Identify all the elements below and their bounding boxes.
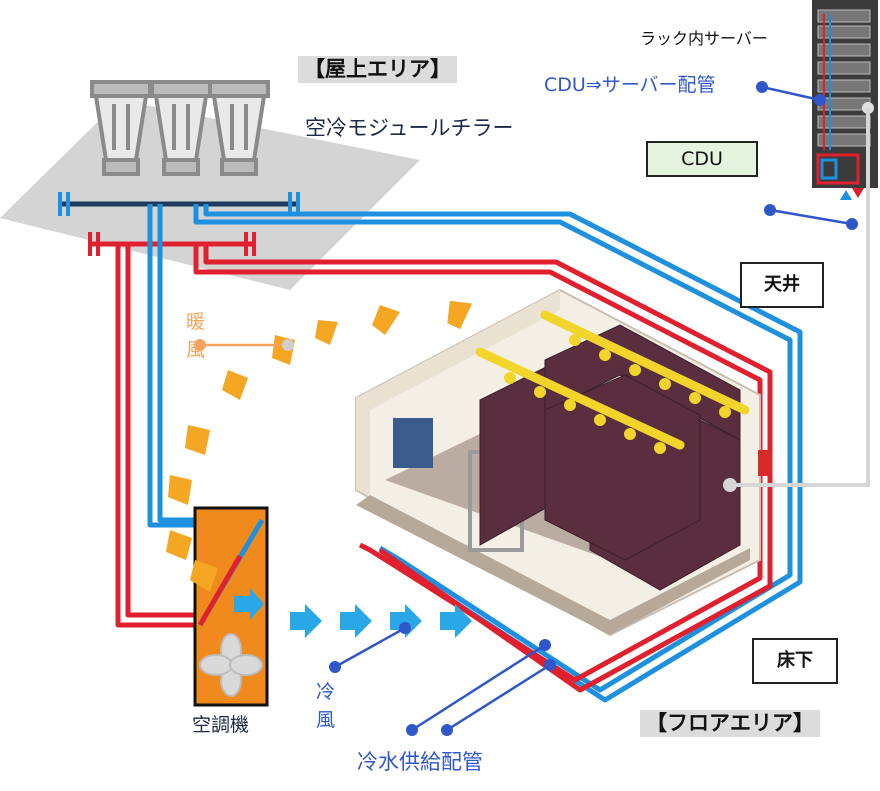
chiller-units (90, 80, 270, 176)
chiller-unit-2 (150, 80, 212, 176)
data-center-room (355, 288, 772, 637)
leader-lines (194, 81, 858, 736)
chilled-water-pipe-label: 冷水供給配管 (357, 750, 483, 774)
warm-air-arrows (166, 300, 473, 592)
cdu-pipe-label: CDU⇒サーバー配管 (544, 74, 716, 96)
cold-air-arrows (234, 588, 472, 638)
warm-air-label-line2: 風 (186, 339, 206, 361)
air-conditioner-label: 空調機 (192, 714, 250, 736)
air-conditioner-unit (193, 506, 269, 707)
warm-air-label-line1: 暖 (186, 311, 206, 333)
chiller-unit-1 (90, 80, 152, 176)
cold-air-label-line1: 冷 (316, 681, 336, 703)
underfloor-label: 床下 (752, 638, 838, 684)
connector-dot (723, 478, 737, 492)
server-rack-rows (479, 324, 741, 591)
chiller-unit-3 (208, 80, 270, 176)
fan-icon (199, 633, 263, 697)
cdu-box: CDU (646, 141, 758, 177)
ceiling-label: 天井 (740, 262, 824, 308)
rack-to-room-connector (730, 108, 870, 487)
rack-server-label: ラック内サーバー (640, 29, 768, 48)
chiller-label: 空冷モジュールチラー (305, 116, 514, 140)
fire-alarm (758, 450, 772, 476)
floor-area-label: 【フロアエリア】 (640, 710, 820, 737)
cold-air-label-line2: 風 (316, 709, 336, 731)
electrical-panel (393, 418, 433, 468)
overhead-cooling-ducts (475, 310, 750, 450)
rooftop-area-label: 【屋上エリア】 (298, 56, 457, 83)
